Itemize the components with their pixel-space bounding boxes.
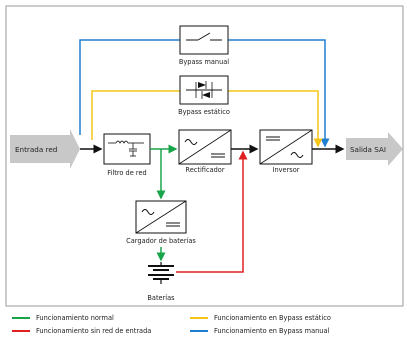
battery-label: Baterías <box>147 294 175 302</box>
bypass-static-label: Bypass estático <box>178 108 230 116</box>
bypass-static-block: Bypass estático <box>178 75 230 116</box>
filter-label: Filtro de red <box>107 169 146 177</box>
ac-dc-icon <box>178 129 232 165</box>
bypass-manual-block: Bypass manual <box>179 25 229 66</box>
charger-label: Cargador de baterías <box>126 237 196 245</box>
legend-label: Funcionamiento normal <box>36 314 114 322</box>
input-arrow: Entrada red <box>10 129 80 169</box>
bypass-manual-label: Bypass manual <box>179 58 229 66</box>
filter-block: Filtro de red <box>103 133 151 177</box>
legend: Funcionamiento normal Funcionamiento en … <box>12 314 331 335</box>
inverter-label: Inversor <box>273 166 300 174</box>
legend-label: Funcionamiento sin red de entrada <box>36 327 151 335</box>
input-label: Entrada red <box>15 145 57 154</box>
dc-ac-icon <box>259 129 313 165</box>
battery-block: Baterías <box>147 262 175 302</box>
output-label: Salida SAI <box>350 145 386 154</box>
legend-label: Funcionamiento en Bypass manual <box>214 327 330 335</box>
rectifier-label: Rectificador <box>185 166 224 174</box>
battery-icon <box>148 262 174 284</box>
legend-item-manual-bypass: Funcionamiento en Bypass manual <box>190 327 330 335</box>
output-arrow: Salida SAI <box>346 132 403 166</box>
legend-item-static-bypass: Funcionamiento en Bypass estático <box>190 314 331 322</box>
legend-item-normal: Funcionamiento normal <box>12 314 114 322</box>
charger-block: Cargador de baterías <box>126 200 196 245</box>
legend-item-no-input: Funcionamiento sin red de entrada <box>12 327 151 335</box>
legend-label: Funcionamiento en Bypass estático <box>214 314 331 322</box>
rectifier-block: Rectificador <box>178 129 232 174</box>
inverter-block: Inversor <box>259 129 313 174</box>
battery-to-inverter-path <box>176 150 248 273</box>
diagram-frame <box>5 5 404 307</box>
ac-dc-icon <box>135 200 187 234</box>
thyristor-icon <box>186 81 222 99</box>
switch-icon <box>186 32 222 41</box>
filter-symbol-icon <box>108 140 144 157</box>
